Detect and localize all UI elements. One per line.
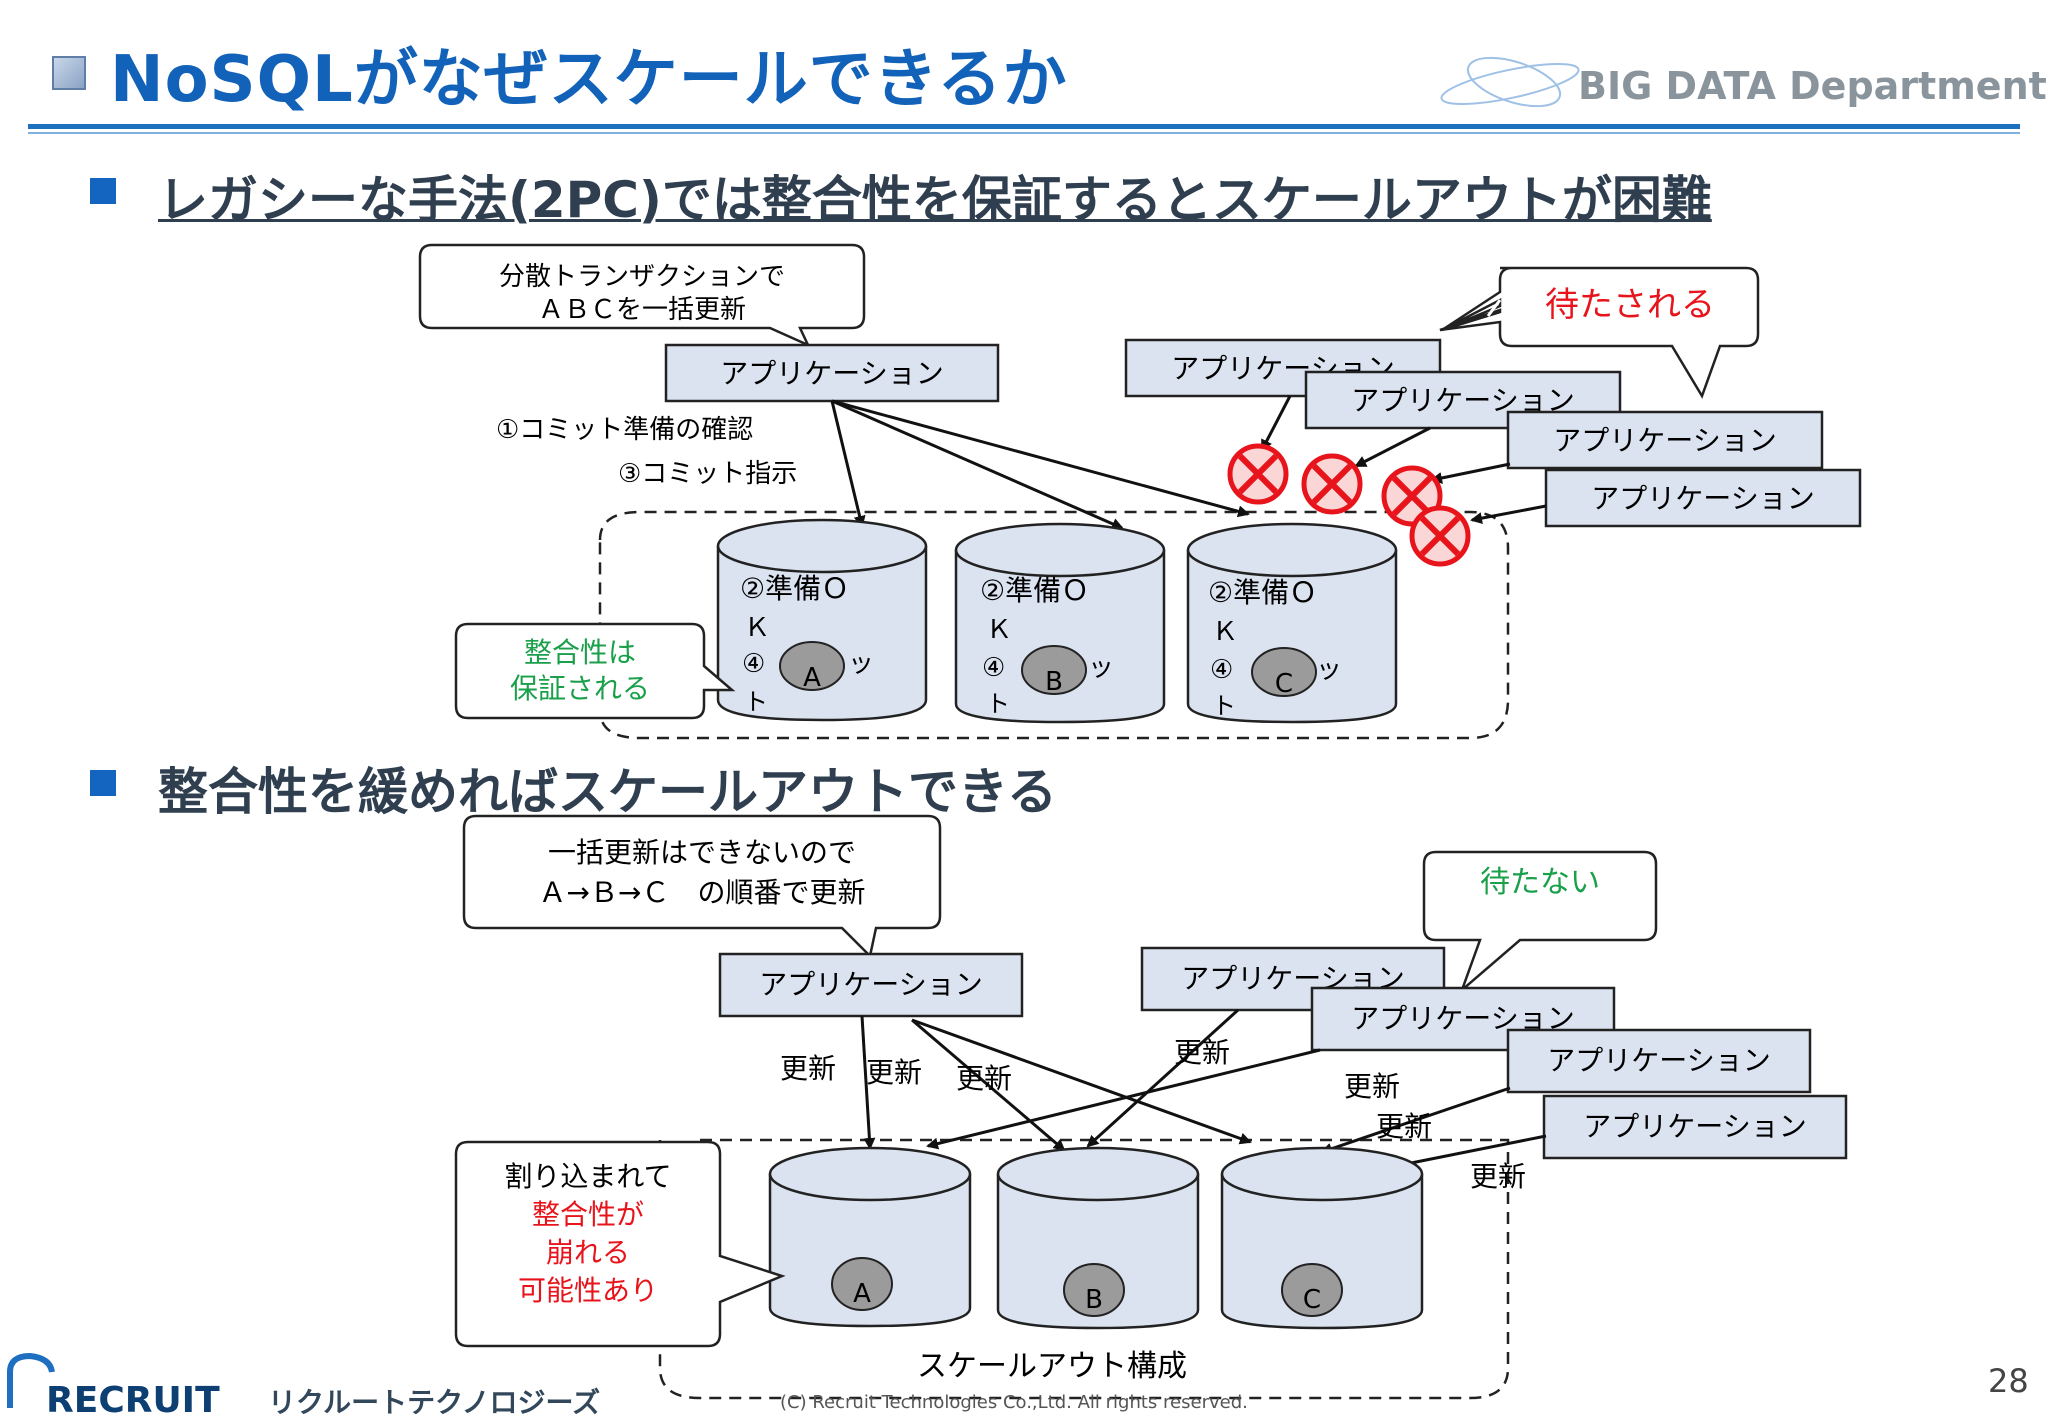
callout-sequential: 一括更新はできないので Ａ→Ｂ→Ｃ の順番で更新 <box>462 814 942 959</box>
callout-guaranteed: 整合性は 保証される <box>454 622 736 720</box>
svg-text:ッ: ッ <box>1088 653 1114 683</box>
svg-text:更新: 更新 <box>956 1062 1012 1095</box>
recruit-logo: RECRUIT リクルートテクノロジーズ <box>7 1352 600 1421</box>
section1-app-wait-4: アプリケーション <box>1544 468 1862 528</box>
logo-sub: リクルートテクノロジーズ <box>268 1386 600 1418</box>
section2-app-5: アプリケーション <box>1542 1094 1848 1160</box>
svg-text:可能性あり: 可能性あり <box>518 1274 658 1307</box>
svg-text:B: B <box>1085 1285 1103 1315</box>
section2-app-2: アプリケーション <box>1140 946 1446 1012</box>
section2-bullet <box>90 770 116 796</box>
department-swoosh-icon <box>1440 56 1580 108</box>
svg-text:④: ④ <box>742 649 765 679</box>
svg-text:アプリケーション: アプリケーション <box>1553 424 1776 457</box>
db-node-c-s1: ②準備Ｏ Ｋ ④ ッ ト C <box>1186 522 1398 724</box>
title-bullet-icon <box>52 56 86 90</box>
header-rule <box>28 124 2020 129</box>
callout-waiting: 待たされる <box>1439 266 1760 399</box>
svg-text:②準備Ｏ: ②準備Ｏ <box>1208 576 1317 609</box>
section1-heading: レガシーな手法(2PC)では整合性を保証するとスケールアウトが困難 <box>158 171 1712 229</box>
page-number: 28 <box>1988 1362 2029 1400</box>
svg-text:更新: 更新 <box>780 1052 836 1085</box>
svg-text:割り込まれて: 割り込まれて <box>504 1160 671 1193</box>
svg-text:②準備Ｏ: ②準備Ｏ <box>980 574 1089 607</box>
svg-text:崩れる: 崩れる <box>546 1236 630 1269</box>
svg-text:ト: ト <box>744 688 768 716</box>
svg-text:ト: ト <box>986 690 1010 718</box>
svg-text:整合性が: 整合性が <box>532 1198 644 1231</box>
callout-tx-line2: ＡＢＣを一括更新 <box>538 295 746 325</box>
node-a-label: A <box>803 663 821 693</box>
section2-app-4: アプリケーション <box>1506 1028 1812 1094</box>
app-label: アプリケーション <box>720 357 943 390</box>
svg-text:待たない: 待たない <box>1480 865 1600 900</box>
svg-text:整合性は: 整合性は <box>524 636 636 669</box>
svg-text:アプリケーション: アプリケーション <box>1583 1110 1806 1143</box>
section2-heading: 整合性を緩めればスケールアウトできる <box>158 763 1057 821</box>
section1-app-wait-1: アプリケーション <box>1124 338 1442 398</box>
section2-cluster-frame <box>658 1138 1510 1400</box>
section1-app-wait-2: アプリケーション <box>1304 370 1622 430</box>
svg-text:一括更新はできないので: 一括更新はできないので <box>548 836 856 869</box>
callout-distributed-tx: 分散トランザクションで ＡＢＣを一括更新 <box>418 243 866 348</box>
svg-text:Ｋ: Ｋ <box>744 613 770 643</box>
svg-text:待たされる: 待たされる <box>1545 285 1715 325</box>
blocked-x-icon-4 <box>1409 505 1471 567</box>
slide-title: NoSQLがなぜスケールできるか <box>110 43 1068 117</box>
svg-text:アプリケーション: アプリケーション <box>1591 482 1814 515</box>
blocked-x-icon-1 <box>1227 443 1289 505</box>
svg-text:C: C <box>1303 1285 1321 1315</box>
callout-no-wait: 待たない <box>1422 850 1658 995</box>
svg-text:ッ: ッ <box>1316 655 1342 685</box>
db-node-c-s2: C <box>1220 1146 1424 1330</box>
svg-text:更新: 更新 <box>1470 1160 1526 1193</box>
db-node-b-s2: B <box>996 1146 1200 1330</box>
svg-text:更新: 更新 <box>1344 1070 1400 1103</box>
svg-text:ト: ト <box>1212 692 1236 720</box>
svg-text:更新: 更新 <box>1174 1036 1230 1069</box>
svg-text:Ｋ: Ｋ <box>1212 617 1238 647</box>
step3-label: ③コミット指示 <box>618 459 797 489</box>
svg-text:④: ④ <box>1210 655 1233 685</box>
scaleout-label: スケールアウト構成 <box>917 1349 1187 1384</box>
logo-main: RECRUIT <box>46 1380 220 1418</box>
svg-text:④: ④ <box>982 653 1005 683</box>
section1-bullet <box>90 178 116 204</box>
section1-app-main: アプリケーション <box>664 343 1000 403</box>
header-rule-thin <box>28 132 2020 134</box>
node-c-label: C <box>1275 669 1293 699</box>
svg-text:A: A <box>853 1279 871 1309</box>
db-node-a-s1: ②準備Ｏ Ｋ ④ ッ ト A <box>716 518 928 722</box>
section1-cluster-frame <box>598 510 1510 740</box>
copyright: (C) Recruit Technologies Co.,Ltd. All ri… <box>780 1392 1248 1413</box>
department-name: BIG DATA Department <box>1578 64 2047 108</box>
node-b-label: B <box>1045 667 1063 697</box>
step1-label: ①コミット準備の確認 <box>496 415 753 445</box>
svg-text:Ａ→Ｂ→Ｃ の順番で更新: Ａ→Ｂ→Ｃ の順番で更新 <box>539 876 866 909</box>
blocked-x-icon-2 <box>1301 453 1363 515</box>
db-node-a-s2: A <box>768 1146 972 1328</box>
svg-text:保証される: 保証される <box>510 672 650 705</box>
svg-text:アプリケーション: アプリケーション <box>759 968 982 1001</box>
svg-text:Ｋ: Ｋ <box>986 615 1012 645</box>
callout-tx-line1: 分散トランザクションで <box>499 262 785 292</box>
svg-text:②準備Ｏ: ②準備Ｏ <box>740 572 849 605</box>
svg-text:アプリケーション: アプリケーション <box>1547 1044 1770 1077</box>
callout-interrupted: 割り込まれて 整合性が 崩れる 可能性あり <box>454 1140 786 1348</box>
db-node-b-s1: ②準備Ｏ Ｋ ④ ッ ト B <box>954 522 1166 724</box>
svg-text:更新: 更新 <box>1376 1110 1432 1143</box>
svg-text:ッ: ッ <box>848 649 874 679</box>
svg-text:更新: 更新 <box>866 1056 922 1089</box>
section1-app-wait-3: アプリケーション <box>1506 410 1824 470</box>
section2-app-main: アプリケーション <box>718 952 1024 1018</box>
